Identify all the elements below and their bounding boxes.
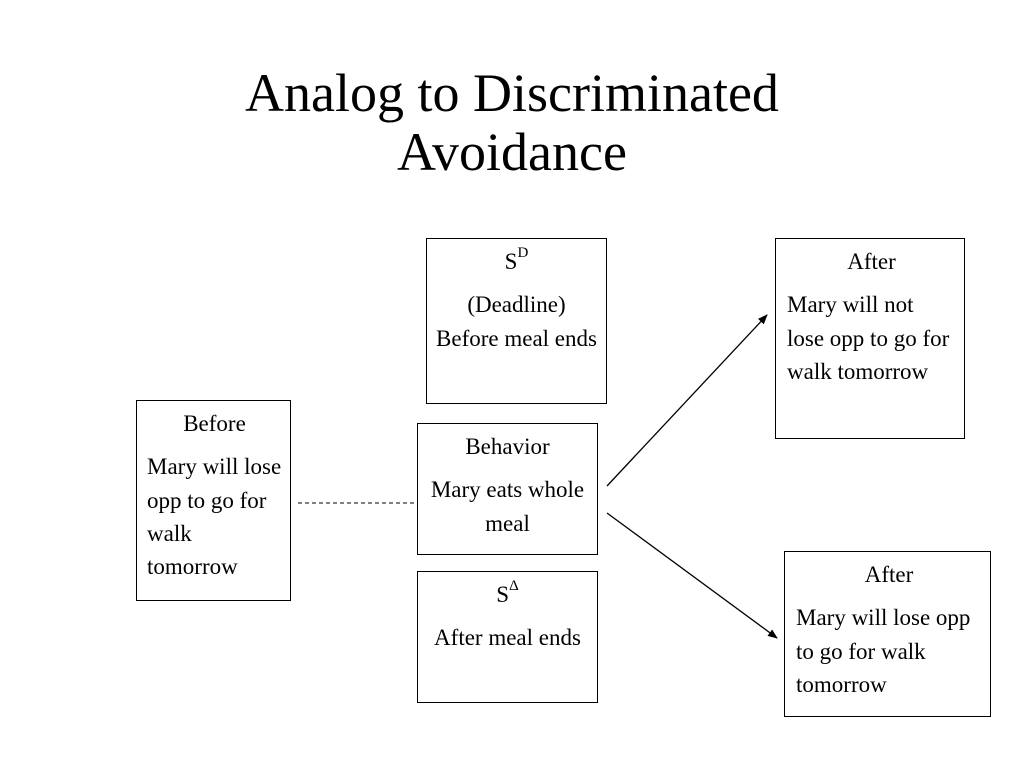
before-text: Mary will lose opp to go for walk tomorr…: [147, 454, 282, 580]
slide-title-line-2: Avoidance: [397, 122, 627, 183]
sdelta-box: SΔ After meal ends: [417, 571, 598, 703]
slide-title-line-1: Analog to Discriminated: [245, 63, 779, 123]
sd-heading: SD: [435, 245, 598, 278]
after-bottom-box: After Mary will lose opp to go for walk …: [784, 551, 991, 717]
sdelta-heading-base: S: [496, 582, 510, 607]
sd-text: (Deadline) Before meal ends: [436, 292, 597, 351]
after-bottom-text: Mary will lose opp to go for walk tomorr…: [796, 605, 971, 698]
behavior-text: Mary eats whole meal: [430, 477, 585, 536]
before-heading: Before: [183, 411, 246, 436]
before-box: Before Mary will lose opp to go for walk…: [136, 400, 291, 601]
behavior-box: Behavior Mary eats whole meal: [417, 423, 598, 555]
after-bottom-heading: After: [864, 562, 914, 587]
after-top-text: Mary will not lose opp to go for walk to…: [787, 292, 950, 385]
sdelta-text: After meal ends: [434, 625, 581, 651]
slide-title: Analog to Discriminated Avoidance: [0, 63, 1024, 183]
after-top-box: After Mary will not lose opp to go for w…: [775, 238, 965, 439]
arrow-to-after-top: [606, 314, 768, 487]
behavior-heading: Behavior: [465, 434, 550, 459]
sdelta-heading-superscript: Δ: [509, 578, 519, 594]
after-top-heading: After: [847, 249, 896, 274]
arrow-to-after-bottom: [606, 512, 778, 639]
sd-heading-superscript: D: [517, 245, 529, 261]
sd-heading-base: S: [504, 249, 518, 274]
sd-box: SD (Deadline) Before meal ends: [426, 238, 607, 404]
sdelta-heading: SΔ: [426, 578, 589, 611]
